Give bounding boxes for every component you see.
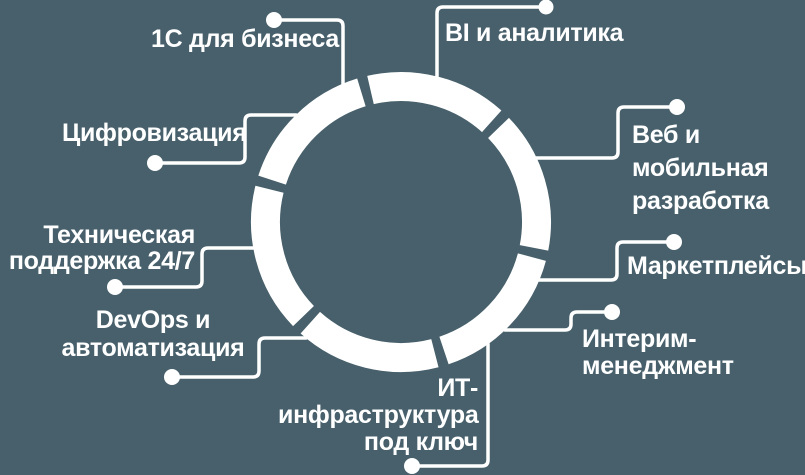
service-label-bi-analytics: BI и аналитика — [445, 19, 624, 47]
connector-dot-support — [107, 279, 123, 295]
connector-line-interim — [503, 310, 614, 332]
connector-dot-marketplaces — [666, 234, 682, 250]
connector-dot-interim — [604, 304, 620, 320]
connector-line-digital — [153, 113, 298, 165]
ring-segment — [487, 117, 551, 251]
ring-segment — [258, 78, 366, 185]
connector-line-web — [534, 105, 679, 160]
connector-line-devops — [170, 336, 308, 379]
service-label-tech-support-24-7: Техническая поддержка 24/7 — [8, 221, 195, 275]
service-label-digitalization: Цифровизация — [62, 119, 247, 147]
connector-dot-bi — [538, 0, 554, 15]
connector-dot-itinfra — [404, 458, 420, 474]
service-label-marketplaces: Маркетплейсы — [627, 252, 805, 280]
service-label-devops-automation: DevOps и автоматизация — [61, 306, 245, 362]
connector-dot-devops — [164, 369, 180, 385]
ring-segment — [251, 185, 315, 327]
ring-segment — [367, 72, 502, 133]
connector-line-1c — [272, 18, 345, 86]
service-label-it-infrastructure: ИТ- инфраструктура под ключ — [278, 374, 479, 456]
service-label-interim-management: Интерим- менеджмент — [582, 325, 734, 380]
connector-line-bi — [435, 5, 548, 78]
service-label-1c-for-business: 1С для бизнеса — [151, 25, 340, 53]
connector-dot-digital — [147, 155, 163, 171]
connector-line-support — [113, 246, 255, 289]
ring-segment — [439, 252, 546, 365]
connector-dot-1c — [266, 12, 282, 28]
ring-segment — [300, 311, 439, 372]
connector-line-marketplaces — [537, 240, 676, 282]
connector-line-itinfra — [410, 342, 490, 468]
service-label-web-mobile-dev: Веб и мобильная разработка — [632, 121, 769, 215]
connector-dot-web — [669, 99, 685, 115]
